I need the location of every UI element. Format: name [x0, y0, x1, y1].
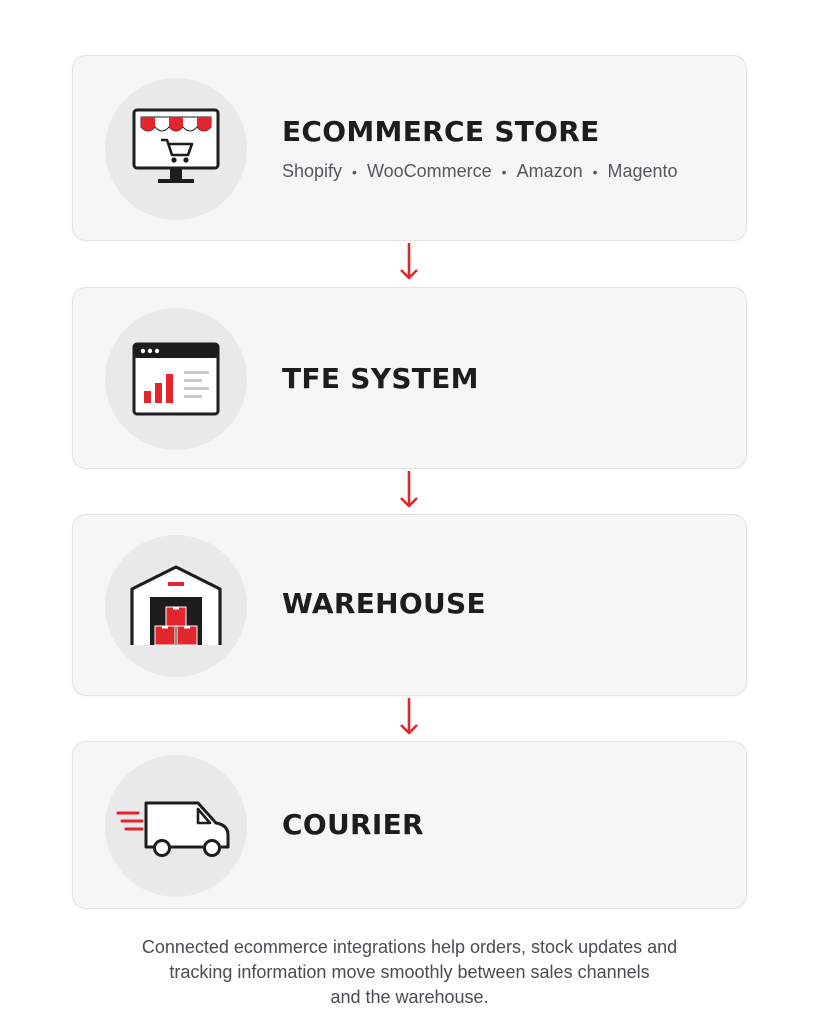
step-title: WAREHOUSE — [282, 587, 486, 620]
platform-amazon: Amazon — [516, 161, 583, 181]
step-card-ecommerce-store: ECOMMERCE STORE Shopify • WooCommerce • … — [72, 55, 747, 241]
platform-list: Shopify • WooCommerce • Amazon • Magento — [282, 161, 678, 182]
down-arrow-icon — [400, 471, 418, 508]
separator-dot: • — [501, 163, 507, 180]
icon-badge — [105, 308, 247, 450]
dashboard-chart-icon — [132, 342, 220, 416]
step-card-tfe-system: TFE SYSTEM — [72, 287, 747, 469]
caption-text: Connected ecommerce integrations help or… — [60, 935, 759, 1010]
platform-shopify: Shopify — [282, 161, 343, 181]
icon-badge — [105, 755, 247, 897]
warehouse-boxes-icon — [130, 565, 222, 646]
step-title: COURIER — [282, 808, 424, 841]
separator-dot: • — [592, 163, 598, 180]
caption-line: tracking information move smoothly betwe… — [169, 962, 650, 982]
icon-badge — [105, 78, 247, 220]
down-arrow-icon — [400, 243, 418, 280]
delivery-van-icon — [116, 801, 230, 857]
caption-line: Connected ecommerce integrations help or… — [141, 937, 678, 957]
icon-badge — [105, 535, 247, 677]
caption-line: and the warehouse. — [330, 987, 489, 1007]
separator-dot: • — [352, 163, 357, 180]
step-card-warehouse: WAREHOUSE — [72, 514, 747, 696]
step-title: TFE SYSTEM — [282, 362, 479, 395]
down-arrow-icon — [400, 698, 418, 735]
platform-magento: Magento — [607, 161, 678, 181]
step-title: ECOMMERCE STORE — [282, 115, 600, 148]
storefront-monitor-icon — [132, 108, 220, 183]
step-card-courier: COURIER — [72, 741, 747, 909]
platform-woocommerce: WooCommerce — [366, 161, 492, 181]
